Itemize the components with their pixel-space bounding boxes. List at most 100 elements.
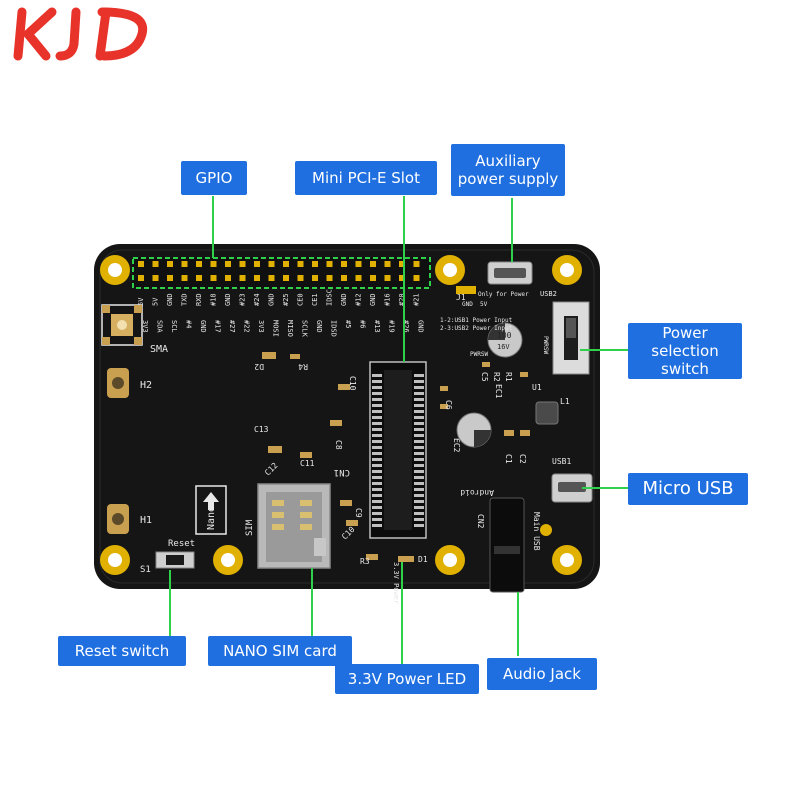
gpio-pin bbox=[181, 261, 188, 267]
gpio-label-top: CE0 bbox=[297, 293, 305, 306]
gpio-pin bbox=[167, 261, 173, 267]
svg-text:C10: C10 bbox=[348, 376, 357, 391]
pcie-contact bbox=[414, 452, 424, 455]
gpio-label-bottom: 3V3 bbox=[141, 320, 149, 333]
gpio-pin bbox=[297, 261, 304, 267]
pcie-contact bbox=[372, 416, 382, 419]
gpio-pin bbox=[254, 275, 260, 281]
j1-jumper bbox=[456, 286, 476, 294]
svg-text:L1: L1 bbox=[560, 397, 570, 406]
svg-text:C11: C11 bbox=[300, 459, 315, 468]
gpio-callout: GPIO bbox=[181, 161, 247, 195]
pcie-contact bbox=[372, 452, 382, 455]
pcie-contact bbox=[414, 470, 424, 473]
usb2-aux-port bbox=[487, 261, 533, 285]
gpio-pin bbox=[225, 275, 231, 281]
pcie-contact bbox=[414, 494, 424, 497]
svg-text:J1: J1 bbox=[456, 293, 466, 302]
svg-text:C8: C8 bbox=[334, 440, 343, 450]
svg-text:EC1: EC1 bbox=[494, 384, 503, 399]
pcie-contact bbox=[372, 494, 382, 497]
gpio-pin bbox=[399, 275, 405, 281]
audio-jack-callout: Audio Jack bbox=[487, 658, 597, 690]
svg-text:C9: C9 bbox=[354, 508, 363, 518]
pcie-contact bbox=[414, 524, 424, 527]
pcie-contact bbox=[372, 428, 382, 431]
cn2-silk: CN2 bbox=[476, 514, 485, 529]
gpio-label-bottom: SCL bbox=[170, 320, 178, 333]
gpio-label-top: #20 bbox=[398, 293, 406, 306]
gpio-pin bbox=[268, 275, 275, 281]
gpio-pin bbox=[138, 275, 144, 281]
gpio-label-bottom: SDA bbox=[156, 320, 164, 333]
gpio-label-top: #21 bbox=[413, 293, 421, 306]
pcie-contact bbox=[414, 512, 424, 515]
gpio-pin bbox=[239, 261, 246, 267]
gpio-pin bbox=[326, 261, 333, 267]
gpio-label-bottom: MOSI bbox=[272, 320, 280, 337]
svg-text:C5: C5 bbox=[480, 372, 489, 382]
svg-text:D1: D1 bbox=[418, 555, 428, 564]
kjd-logo bbox=[13, 7, 148, 61]
pcie-contact bbox=[372, 440, 382, 443]
pcie-contact bbox=[414, 488, 424, 491]
sma-silk: SMA bbox=[150, 344, 168, 355]
component-silks: D2 R4 C10 C8 C13 C12 C11 C9 C10 C6 R3 D1… bbox=[254, 293, 570, 566]
sim-card-socket bbox=[257, 483, 331, 569]
pcie-contact bbox=[414, 476, 424, 479]
gpio-label-top: IDSC bbox=[326, 289, 334, 306]
gpio-pin bbox=[152, 261, 159, 267]
power-input2-silk: 2-3:USB2 Power Input bbox=[440, 325, 513, 332]
capacitor-ec1 bbox=[487, 322, 523, 358]
power-input-silk: 1-2:USB1 Power Input bbox=[440, 317, 513, 324]
gpio-label-top: #12 bbox=[355, 293, 363, 306]
pcie-contact bbox=[372, 446, 382, 449]
gpio-pin bbox=[355, 275, 362, 281]
gpio-header bbox=[132, 257, 431, 289]
pcie-contact bbox=[372, 512, 382, 515]
gpio-pin bbox=[268, 261, 275, 267]
gpio-label-top: RXD bbox=[195, 293, 203, 306]
sim-silk: SIM bbox=[245, 519, 255, 536]
main-usb-silk: Main USB bbox=[532, 512, 541, 551]
pcie-contact bbox=[414, 374, 424, 377]
gpio-pin bbox=[283, 261, 289, 267]
gpio-pin bbox=[355, 261, 362, 267]
gpio-label-bottom: GND bbox=[315, 320, 323, 333]
gpio-label-bottom: GND bbox=[199, 320, 207, 333]
gpio-label-top: GND bbox=[166, 293, 174, 306]
pcie-contact bbox=[414, 422, 424, 425]
pcie-contact bbox=[372, 386, 382, 389]
gpio-label-bottom: #6 bbox=[359, 320, 367, 328]
power-selection-switch-part bbox=[552, 301, 590, 375]
cap-value-silk: 100 bbox=[497, 331, 512, 340]
pcie-contact bbox=[372, 470, 382, 473]
gpio-pin bbox=[225, 261, 231, 267]
gpio-label-bottom: MISO bbox=[286, 320, 294, 337]
gpio-pin bbox=[413, 275, 420, 281]
cap-voltage-silk: 16V bbox=[497, 343, 510, 351]
gpio-pin bbox=[196, 275, 202, 281]
gpio-label-top: GND bbox=[369, 293, 377, 306]
gpio-label-top: #16 bbox=[384, 293, 392, 306]
gpio-pin bbox=[181, 275, 188, 281]
gpio-label-top: GND bbox=[340, 293, 348, 306]
pcie-contact bbox=[414, 380, 424, 383]
pcie-contact bbox=[372, 482, 382, 485]
gpio-label-bottom: #26 bbox=[402, 320, 410, 333]
svg-text:C2: C2 bbox=[518, 454, 527, 464]
five-v-silk: 5V bbox=[480, 301, 488, 308]
reset-silk: Reset bbox=[168, 539, 195, 549]
gpio-pin bbox=[138, 261, 144, 267]
inductor-l1 bbox=[535, 401, 559, 425]
gpio-label-bottom: #5 bbox=[344, 320, 352, 328]
h2-connector bbox=[107, 368, 129, 398]
svg-text:U1: U1 bbox=[532, 383, 542, 392]
gpio-label-top: TXD bbox=[181, 293, 189, 306]
pwrsw-side-silk: PWRSW bbox=[542, 336, 549, 354]
gpio-pin bbox=[152, 275, 159, 281]
pcie-contact bbox=[414, 500, 424, 503]
gpio-label-bottom: #22 bbox=[243, 320, 251, 333]
svg-text:R1: R1 bbox=[504, 372, 513, 382]
gpio-label-bottom: 3V3 bbox=[257, 320, 265, 333]
